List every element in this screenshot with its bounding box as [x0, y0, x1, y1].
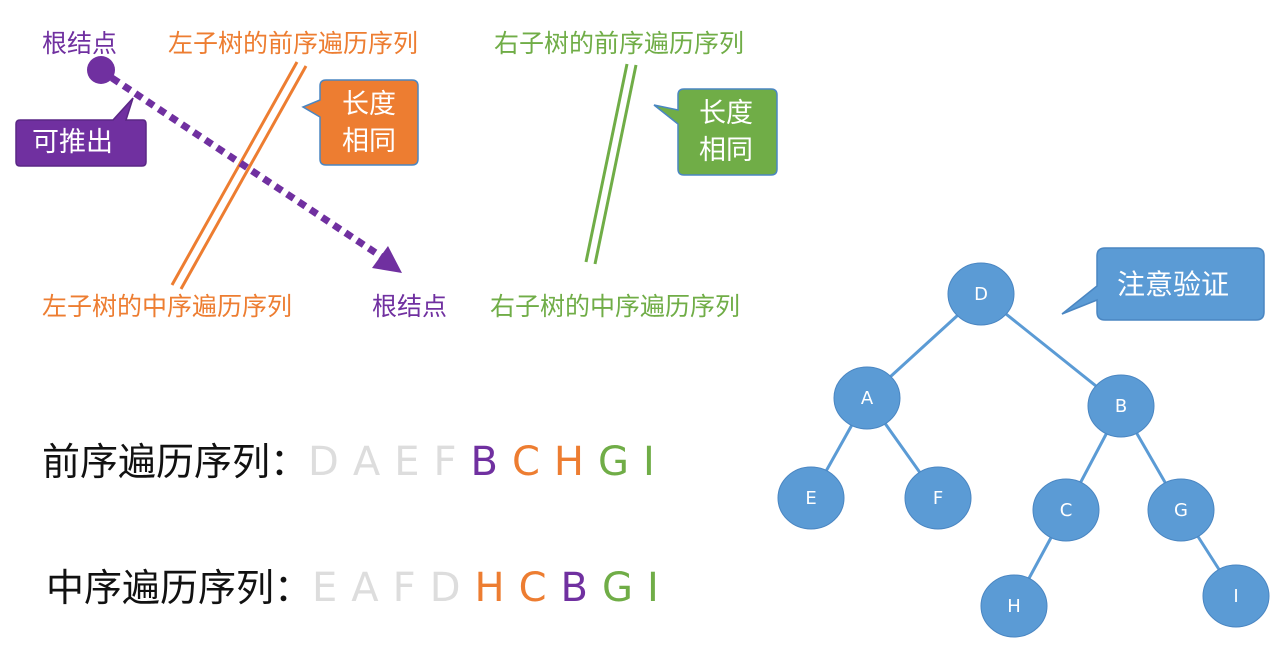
callout-right-same-line1: 长度 — [699, 98, 753, 129]
preorder-root-label: 根结点 — [42, 29, 118, 58]
preorder-letter: I — [642, 439, 655, 485]
inorder-root-label: 根结点 — [372, 292, 448, 321]
inorder-letter: C — [518, 565, 547, 611]
callout-left-same-shape — [301, 79, 419, 166]
inorder-letter: H — [474, 565, 505, 611]
preorder-letter: D — [308, 439, 339, 485]
tree-node-label-F: F — [933, 488, 943, 509]
inorder-letter: D — [429, 565, 461, 611]
right-length-line-b — [593, 64, 638, 265]
callout-right-same-line2: 相同 — [699, 135, 753, 166]
left-length-line-b — [179, 65, 308, 290]
tree-node-label-H: H — [1007, 596, 1021, 617]
tree-node-A — [833, 366, 901, 430]
tree-node-label-C: C — [1060, 500, 1073, 521]
tree-node-I — [1202, 564, 1270, 628]
preorder-sequence-label: 前序遍历序列： — [42, 440, 309, 484]
tree-node-D — [947, 262, 1015, 326]
root-dotted-arrow — [110, 75, 384, 260]
tree-node-label-A: A — [861, 388, 874, 409]
callout-left-same-line2: 相同 — [342, 126, 396, 157]
preorder-left-subtree-label: 左子树的前序遍历序列 — [168, 29, 419, 58]
inorder-letter: G — [601, 565, 633, 611]
arrow-head-icon — [372, 246, 402, 273]
inorder-right-subtree-label: 右子树的中序遍历序列 — [490, 292, 741, 321]
tree-node-H — [980, 574, 1048, 638]
tree-node-label-E: E — [805, 488, 816, 509]
preorder-letter: A — [352, 439, 381, 485]
tree-node-label-I: I — [1233, 586, 1238, 607]
inorder-letter: E — [312, 565, 338, 611]
preorder-letter: F — [433, 439, 457, 485]
root-dot — [87, 56, 115, 84]
binary-tree: D A B E F C G H I — [777, 262, 1270, 638]
inorder-letter: B — [560, 565, 588, 611]
tree-node-E — [777, 466, 845, 530]
preorder-letter: G — [597, 439, 629, 485]
tree-node-C — [1032, 478, 1100, 542]
inorder-sequence-label: 中序遍历序列： — [46, 566, 313, 610]
callout-left-same-line1: 长度 — [342, 89, 396, 120]
left-length-line-a — [170, 61, 299, 286]
callout-verify-shape — [1061, 247, 1265, 321]
tree-node-F — [904, 466, 972, 530]
tree-node-G — [1147, 478, 1215, 542]
preorder-letter: E — [394, 439, 420, 485]
tree-node-label-D: D — [974, 284, 988, 305]
callout-verify-text: 注意验证 — [1117, 268, 1230, 301]
tree-node-label-G: G — [1174, 500, 1188, 521]
preorder-right-subtree-label: 右子树的前序遍历序列 — [494, 29, 745, 58]
inorder-letter: I — [646, 565, 659, 611]
callout-derive-shape — [15, 97, 147, 167]
preorder-letter: H — [553, 439, 584, 485]
tree-node-label-B: B — [1115, 396, 1127, 417]
callout-derive-text: 可推出 — [32, 127, 113, 158]
callout-right-same-shape — [653, 88, 778, 176]
preorder-letter: C — [511, 439, 540, 485]
inorder-left-subtree-label: 左子树的中序遍历序列 — [42, 292, 293, 321]
preorder-letter: B — [470, 439, 498, 485]
inorder-letter: F — [392, 565, 416, 611]
inorder-letter: A — [351, 565, 379, 611]
right-length-line-a — [584, 63, 629, 263]
tree-node-B — [1087, 374, 1155, 438]
